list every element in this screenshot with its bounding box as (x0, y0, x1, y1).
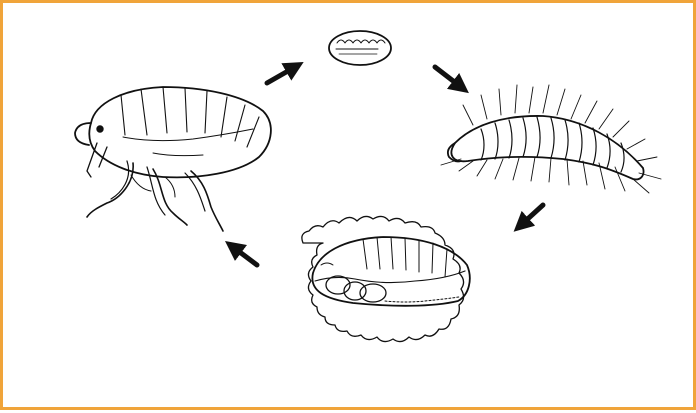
egg-illustration (329, 31, 391, 65)
arrow-adult-to-egg (267, 67, 295, 83)
arrow-egg-to-larva (435, 67, 461, 87)
adult-flea-illustration (75, 87, 271, 231)
arrow-pupa-to-adult (233, 247, 257, 265)
life-cycle-diagram (3, 3, 696, 413)
larva-illustration (441, 85, 661, 193)
arrow-larva-to-pupa (521, 205, 543, 225)
pupa-cocoon-illustration (302, 216, 470, 341)
